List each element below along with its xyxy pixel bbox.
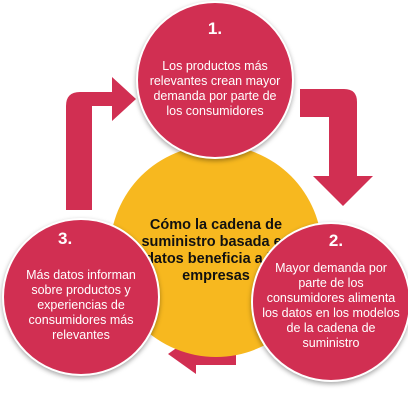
step-2-text: Mayor demanda por parte de los consumido… [262, 261, 400, 350]
step-2-circle: 2. Mayor demanda por parte de los consum… [251, 222, 408, 382]
step-2-number: 2. [328, 231, 344, 250]
step-3-number: 3. [58, 229, 73, 248]
bent-arrow-right-down-icon [300, 89, 373, 206]
step-3-text: Más datos informan sobre productos y exp… [26, 268, 136, 342]
step-1-circle: 1. Los productos más relevantes crean ma… [136, 1, 294, 159]
step-1-text: Los productos más relevantes crean mayor… [149, 59, 281, 118]
bent-arrow-up-right-icon [66, 77, 136, 210]
center-title: Cómo la cadena de suministro basada en d… [141, 217, 291, 284]
step-1-number: 1. [207, 19, 223, 38]
step-3-circle: 3. Más datos informan sobre productos y … [2, 218, 160, 376]
